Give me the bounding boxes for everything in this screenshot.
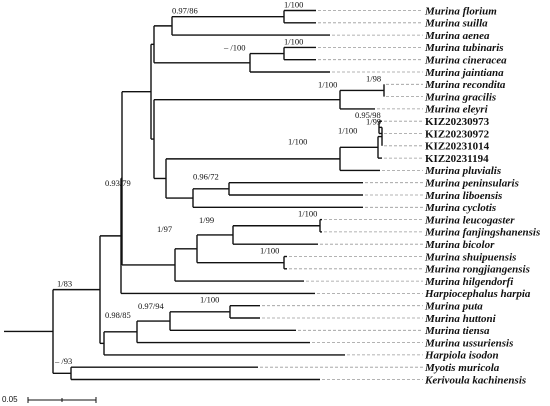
support-value: – /93 [54,356,72,366]
support-value: 1/100 [338,126,357,136]
support-value: 1/99 [366,116,381,126]
taxon-label: Murina aenea [424,30,490,42]
support-value: 1/100 [260,246,279,256]
scale-bar: 0.05 [2,395,97,404]
taxon-label: Murina leucogaster [424,214,515,226]
taxon-label: Kerivoula kachinensis [424,374,526,386]
support-value: 0.98/85 [105,310,131,320]
taxon-label: Murina liboensis [424,190,502,202]
taxon-label: Murina recondita [424,79,506,91]
support-value: 0.95/98 [355,110,381,120]
support-value: 0.96/72 [193,172,219,182]
support-value: 1/100 [200,295,219,305]
taxon-label: KIZ20231014 [425,141,490,153]
taxon-label: Murina cineracea [424,55,507,67]
support-value: 1/100 [298,209,317,219]
taxon-label: KIZ20230973 [425,116,490,128]
support-value: 1/97 [157,224,172,234]
taxon-label: Murina ussuriensis [424,337,513,349]
support-value: – /100 [223,43,246,53]
support-value: 1/83 [57,279,72,289]
support-value: 1/100 [288,136,307,146]
support-value: 0.97/94 [138,301,164,311]
taxon-label: Murina hilgendorfi [424,276,514,288]
taxon-label: Murina shuipuensis [424,251,516,263]
taxon-label: Murina peninsularis [424,178,519,190]
taxon-label: Myotis muricola [424,362,500,374]
scale-bar-label: 0.05 [2,395,18,404]
taxon-label: Murina eleyri [424,104,489,116]
support-value: 0.93/79 [105,178,131,188]
taxon-label: Murina gracilis [424,91,496,103]
support-value: 1/98 [366,73,381,83]
taxon-label: Murina jaintiana [424,67,504,79]
taxon-label: Murina tubinaris [424,42,504,54]
taxon-label: Murina suilla [424,18,488,30]
taxon-label: Murina rongjiangensis [424,264,530,276]
taxon-label: Murina bicolor [424,239,495,251]
support-value: 0.97/86 [172,6,198,16]
support-value: 1/99 [199,215,214,225]
taxon-label: KIZ20230972 [425,128,490,140]
taxon-label: Harpiocephalus harpia [424,288,531,300]
support-value: 1/100 [318,79,337,89]
taxon-label: Murina puta [424,301,483,313]
taxon-label: Murina tiensa [424,325,490,337]
taxon-label: Murina pluvialis [424,165,501,177]
tip-leader-lines [260,10,423,380]
support-value: 1/100 [284,0,303,10]
support-value: 1/100 [284,36,303,46]
tree-branches [4,9,385,381]
taxon-label: Murina fanjingshanensis [424,227,540,239]
taxon-label: Murina florium [424,5,497,17]
taxon-label: KIZ20231194 [425,153,489,165]
taxon-label: Harpiola isodon [424,350,499,362]
taxon-label: Murina huttoni [424,313,497,325]
taxon-label: Murina cyclotis [424,202,496,214]
